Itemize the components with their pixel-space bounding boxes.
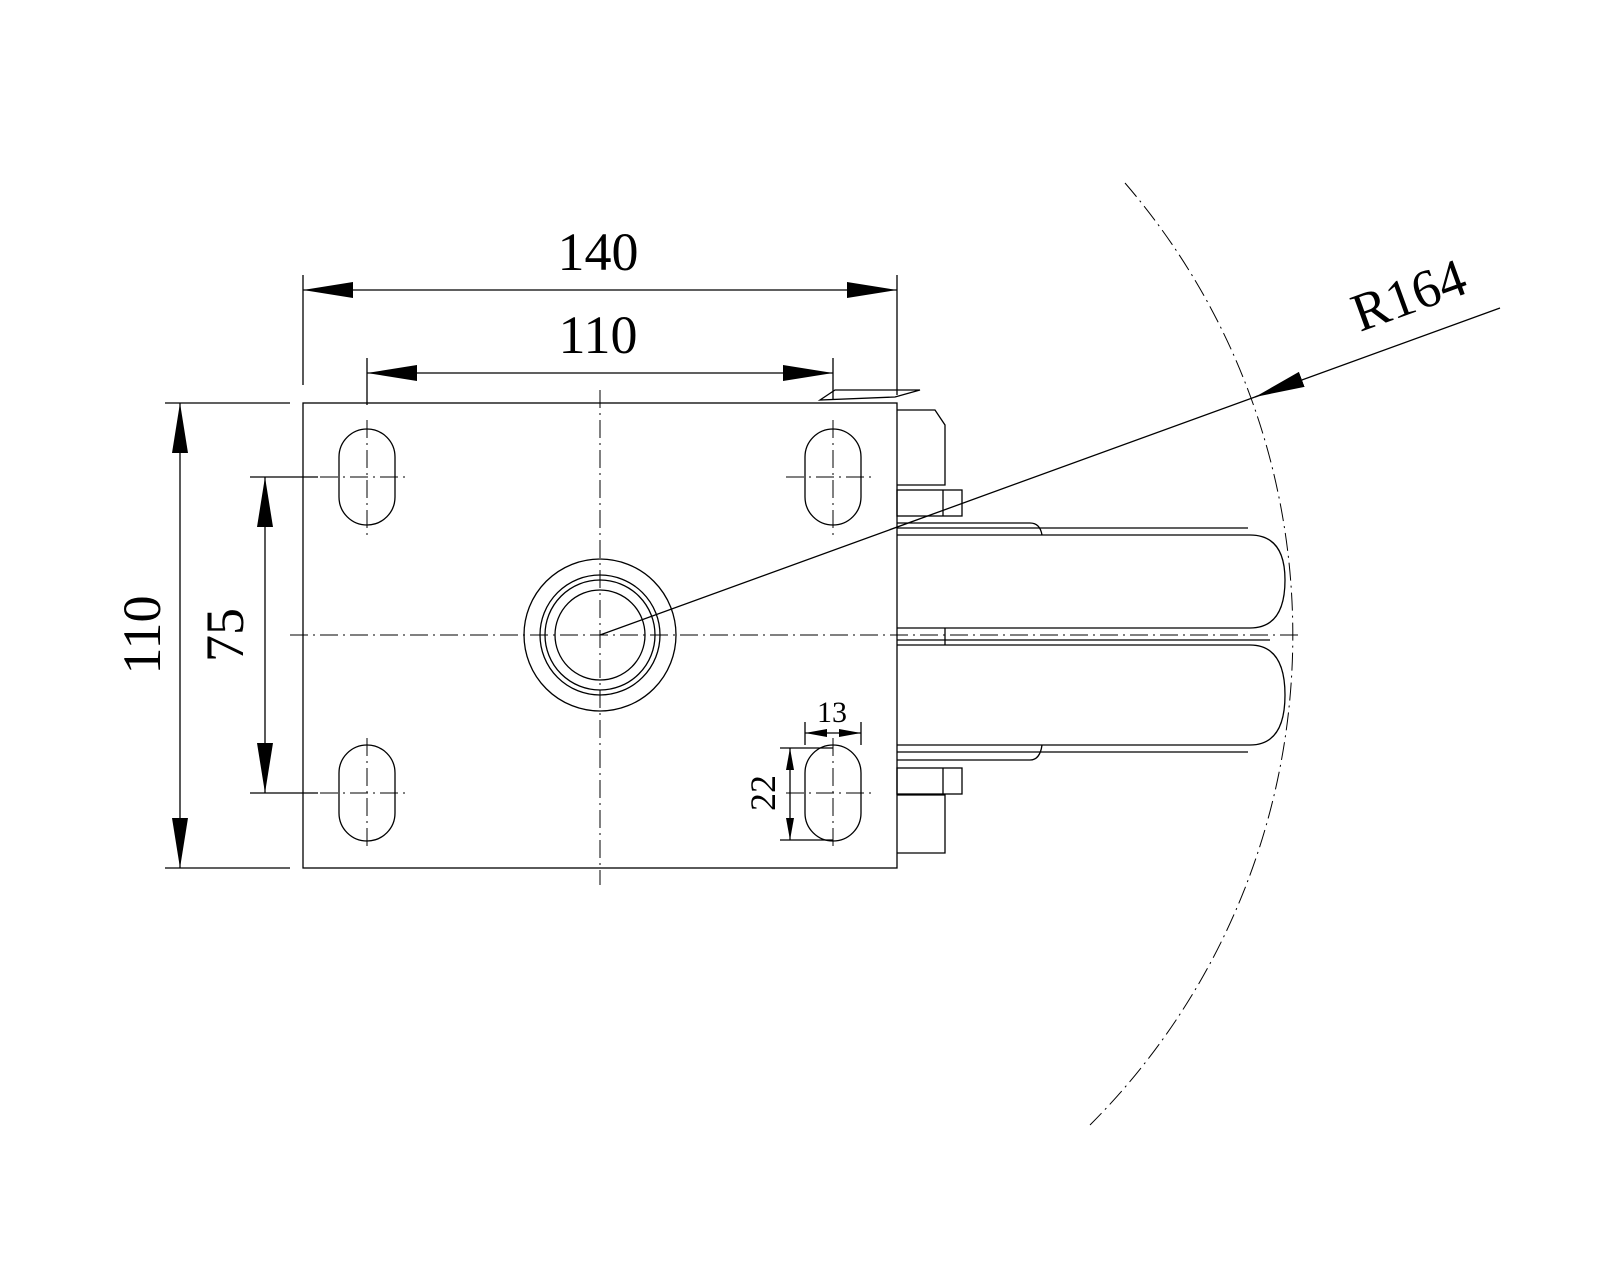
dim-110-horizontal: 110 [559, 305, 638, 365]
wheel-outline-arc [1089, 182, 1294, 1126]
mounting-slots [320, 420, 876, 850]
dim-22: 22 [743, 775, 783, 811]
wheel-assembly [817, 389, 1286, 854]
dim-13: 13 [817, 696, 847, 729]
dimension-lines [165, 275, 1501, 869]
dim-140: 140 [558, 222, 639, 282]
dim-r164: R164 [1344, 247, 1474, 343]
dim-110-vertical: 110 [112, 596, 172, 675]
dim-75: 75 [195, 608, 255, 662]
center-hub [523, 558, 677, 712]
center-lines [290, 390, 1300, 885]
